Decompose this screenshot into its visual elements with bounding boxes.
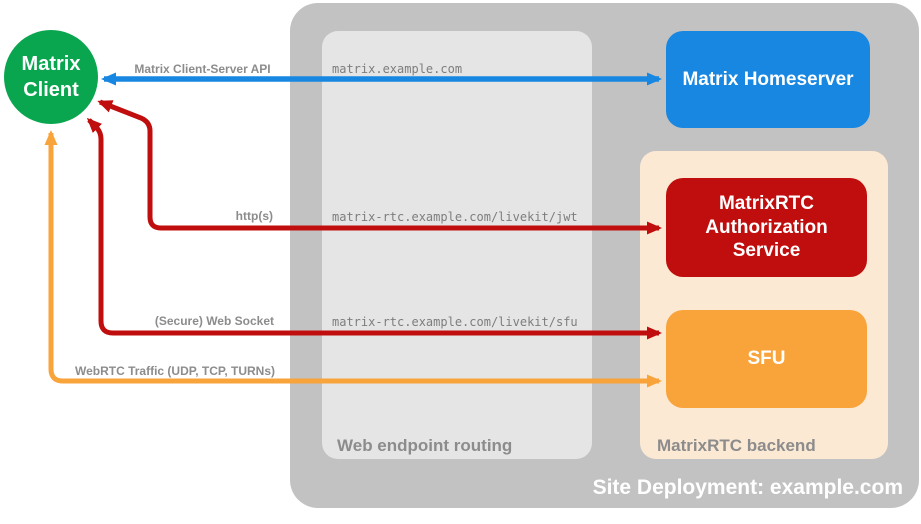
matrixrtc-authorization-service-node: MatrixRTC Authorization Service [666, 178, 867, 277]
sfu-node: SFU [666, 310, 867, 408]
web-endpoint-routing-container [322, 31, 592, 459]
connection-label-web-socket: (Secure) Web Socket [154, 314, 274, 328]
endpoint-livekit-sfu-path: matrix-rtc.example.com/livekit/sfu [332, 315, 578, 329]
matrixrtc-backend-label: MatrixRTC backend [657, 436, 816, 455]
endpoint-livekit-jwt-path: matrix-rtc.example.com/livekit/jwt [332, 210, 578, 224]
connection-label-https: http(s) [235, 209, 273, 223]
matrix-homeserver-label: Matrix Homeserver [682, 68, 854, 90]
matrix-client-label: Matrix Client [21, 53, 81, 101]
sfu-label: SFU [747, 348, 786, 370]
matrix-client-node: Matrix Client [4, 30, 98, 124]
connection-label-webrtc-traffic: WebRTC Traffic (UDP, TCP, TURNs) [74, 364, 275, 378]
endpoint-matrix-hostname: matrix.example.com [332, 62, 463, 76]
web-endpoint-routing-label: Web endpoint routing [337, 436, 513, 455]
matrix-homeserver-node: Matrix Homeserver [666, 31, 870, 128]
site-deployment-label: Site Deployment: example.com [592, 476, 903, 499]
connection-label-client-server-api: Matrix Client-Server API [134, 62, 271, 76]
matrixrtc-authorization-service-label: MatrixRTC Authorization Service [705, 192, 828, 262]
